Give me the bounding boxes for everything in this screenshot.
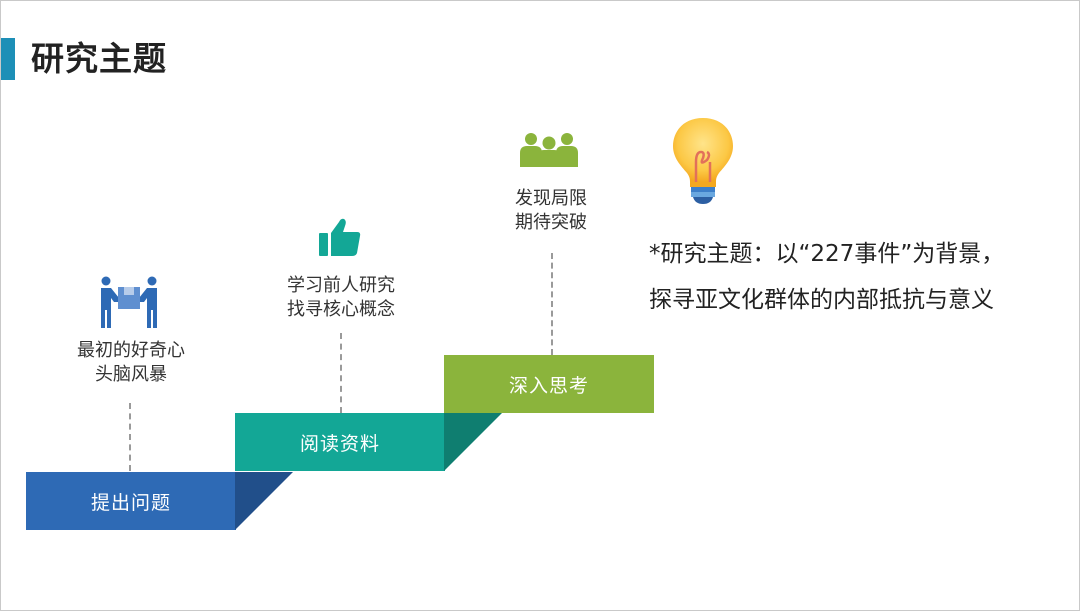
step-note-3: 发现局限 期待突破 <box>461 187 641 235</box>
step-note-2-line-1: 学习前人研究 <box>287 275 395 296</box>
step-block-3: 深入思考 <box>444 355 654 413</box>
description-line-2: 探寻亚文化群体的内部抵抗与意义 <box>649 287 994 313</box>
title-accent-bar <box>1 38 15 80</box>
connector-line-1 <box>129 403 131 471</box>
step-note-3-line-1: 发现局限 <box>515 188 587 209</box>
step-note-2-line-2: 找寻核心概念 <box>287 299 395 320</box>
research-description: *研究主题：以“227事件”为背景， 探寻亚文化群体的内部抵抗与意义 <box>649 231 1077 323</box>
step-label-3: 深入思考 <box>508 374 589 397</box>
lightbulb-icon <box>673 118 733 204</box>
step-block-2: 阅读资料 <box>235 413 445 471</box>
step-2-shadow <box>444 413 502 471</box>
step-label-2: 阅读资料 <box>299 432 380 455</box>
step-note-2: 学习前人研究 找寻核心概念 <box>251 274 431 322</box>
connector-line-2 <box>340 333 342 413</box>
step-note-1-line-1: 最初的好奇心 <box>77 340 185 361</box>
step-note-1: 最初的好奇心 头脑风暴 <box>41 339 221 387</box>
step-note-1-line-2: 头脑风暴 <box>95 364 167 385</box>
description-line-1: *研究主题：以“227事件”为背景， <box>649 241 1005 267</box>
slide-title: 研究主题 <box>31 39 167 78</box>
people-carrying-box-icon <box>101 276 157 328</box>
team-group-icon <box>520 133 578 167</box>
step-label-1: 提出问题 <box>90 491 171 514</box>
step-note-3-line-2: 期待突破 <box>515 212 587 233</box>
step-1-shadow <box>235 472 293 530</box>
step-block-1: 提出问题 <box>26 472 236 530</box>
thumbs-up-icon <box>319 218 361 256</box>
connector-line-3 <box>551 253 553 355</box>
